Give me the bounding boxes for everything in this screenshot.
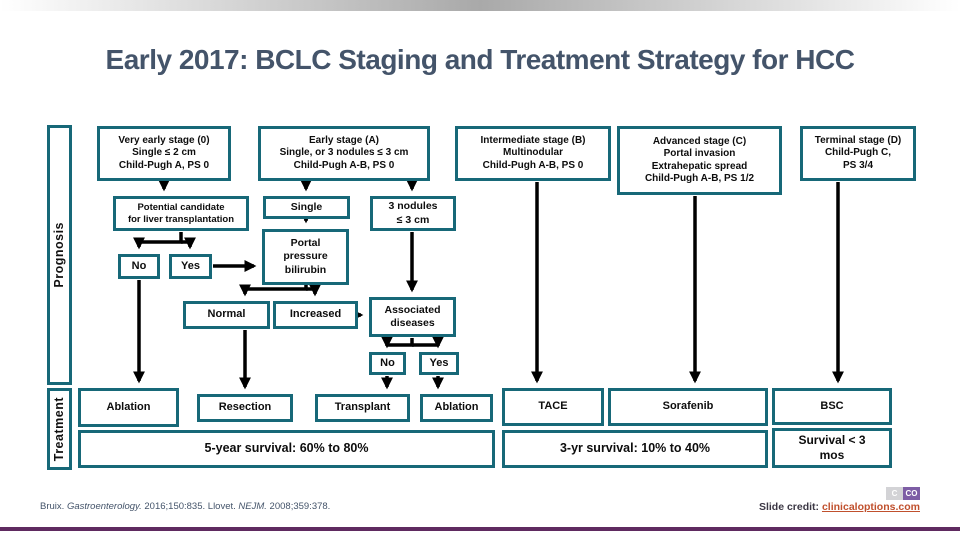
- node-portal-pressure: Portal pressure bilirubin: [262, 229, 349, 285]
- citation-journal: Gastroenterology.: [66, 501, 142, 512]
- bottom-rule: [0, 527, 960, 531]
- stage-box-advanced: Advanced stage (C) Portal invasion Extra…: [617, 126, 782, 195]
- treatment-box-resection: Resection: [197, 394, 293, 422]
- node-transplant-yes: Yes: [169, 254, 212, 279]
- slide-credit: Slide credit: clinicaloptions.com: [759, 501, 920, 513]
- node-potential-candidate: Potential candidate for liver transplant…: [113, 196, 249, 231]
- treatment-box-sorafenib: Sorafenib: [608, 388, 768, 426]
- stage-box-terminal: Terminal stage (D) Child-Pugh C, PS 3/4: [800, 126, 916, 181]
- page-title: Early 2017: BCLC Staging and Treatment S…: [105, 44, 855, 75]
- node-normal: Normal: [183, 301, 270, 329]
- citation-part: 2008;359:378.: [266, 501, 331, 512]
- sidebar-prognosis: Prognosis: [47, 125, 72, 385]
- node-increased: Increased: [273, 301, 358, 329]
- top-gradient-bar: [0, 0, 960, 11]
- citation-part: Bruix.: [40, 501, 67, 512]
- cco-logo-c-tile: C: [886, 487, 903, 500]
- stage-box-intermediate: Intermediate stage (B) Multinodular Chil…: [455, 126, 611, 181]
- treatment-label: Treatment: [51, 396, 66, 462]
- stage-box-very-early: Very early stage (0) Single ≤ 2 cm Child…: [97, 126, 231, 181]
- survival-box-5-year: 5-year survival: 60% to 80%: [78, 430, 495, 468]
- treatment-box-ablation-1: Ablation: [78, 388, 179, 427]
- prognosis-label: Prognosis: [51, 222, 66, 288]
- citation: Bruix. Gastroenterology. 2016;150:835. L…: [40, 501, 330, 512]
- node-transplant-no: No: [118, 254, 160, 279]
- stage-box-early: Early stage (A) Single, or 3 nodules ≤ 3…: [258, 126, 430, 181]
- slide-credit-link[interactable]: clinicaloptions.com: [821, 501, 920, 513]
- node-single: Single: [263, 196, 350, 219]
- treatment-box-tace: TACE: [502, 388, 604, 426]
- treatment-box-ablation-2: Ablation: [420, 394, 493, 422]
- node-assoc-no: No: [369, 352, 406, 375]
- treatment-box-transplant: Transplant: [315, 394, 410, 422]
- node-assoc-yes: Yes: [419, 352, 459, 375]
- slide-credit-label: Slide credit:: [758, 501, 822, 513]
- cco-logo: C CO: [886, 487, 920, 500]
- node-associated-diseases: Associated diseases: [369, 297, 456, 337]
- node-three-nodules: 3 nodules ≤ 3 cm: [370, 196, 456, 231]
- survival-box-bsc: Survival < 3 mos: [772, 428, 892, 468]
- sidebar-treatment: Treatment: [47, 388, 72, 470]
- cco-logo-co-tile: CO: [903, 487, 920, 500]
- treatment-box-bsc: BSC: [772, 388, 892, 425]
- citation-journal: NEJM.: [238, 501, 267, 512]
- citation-part: 2016;150:835. Llovet.: [141, 501, 239, 512]
- survival-box-3-year: 3-yr survival: 10% to 40%: [502, 430, 768, 468]
